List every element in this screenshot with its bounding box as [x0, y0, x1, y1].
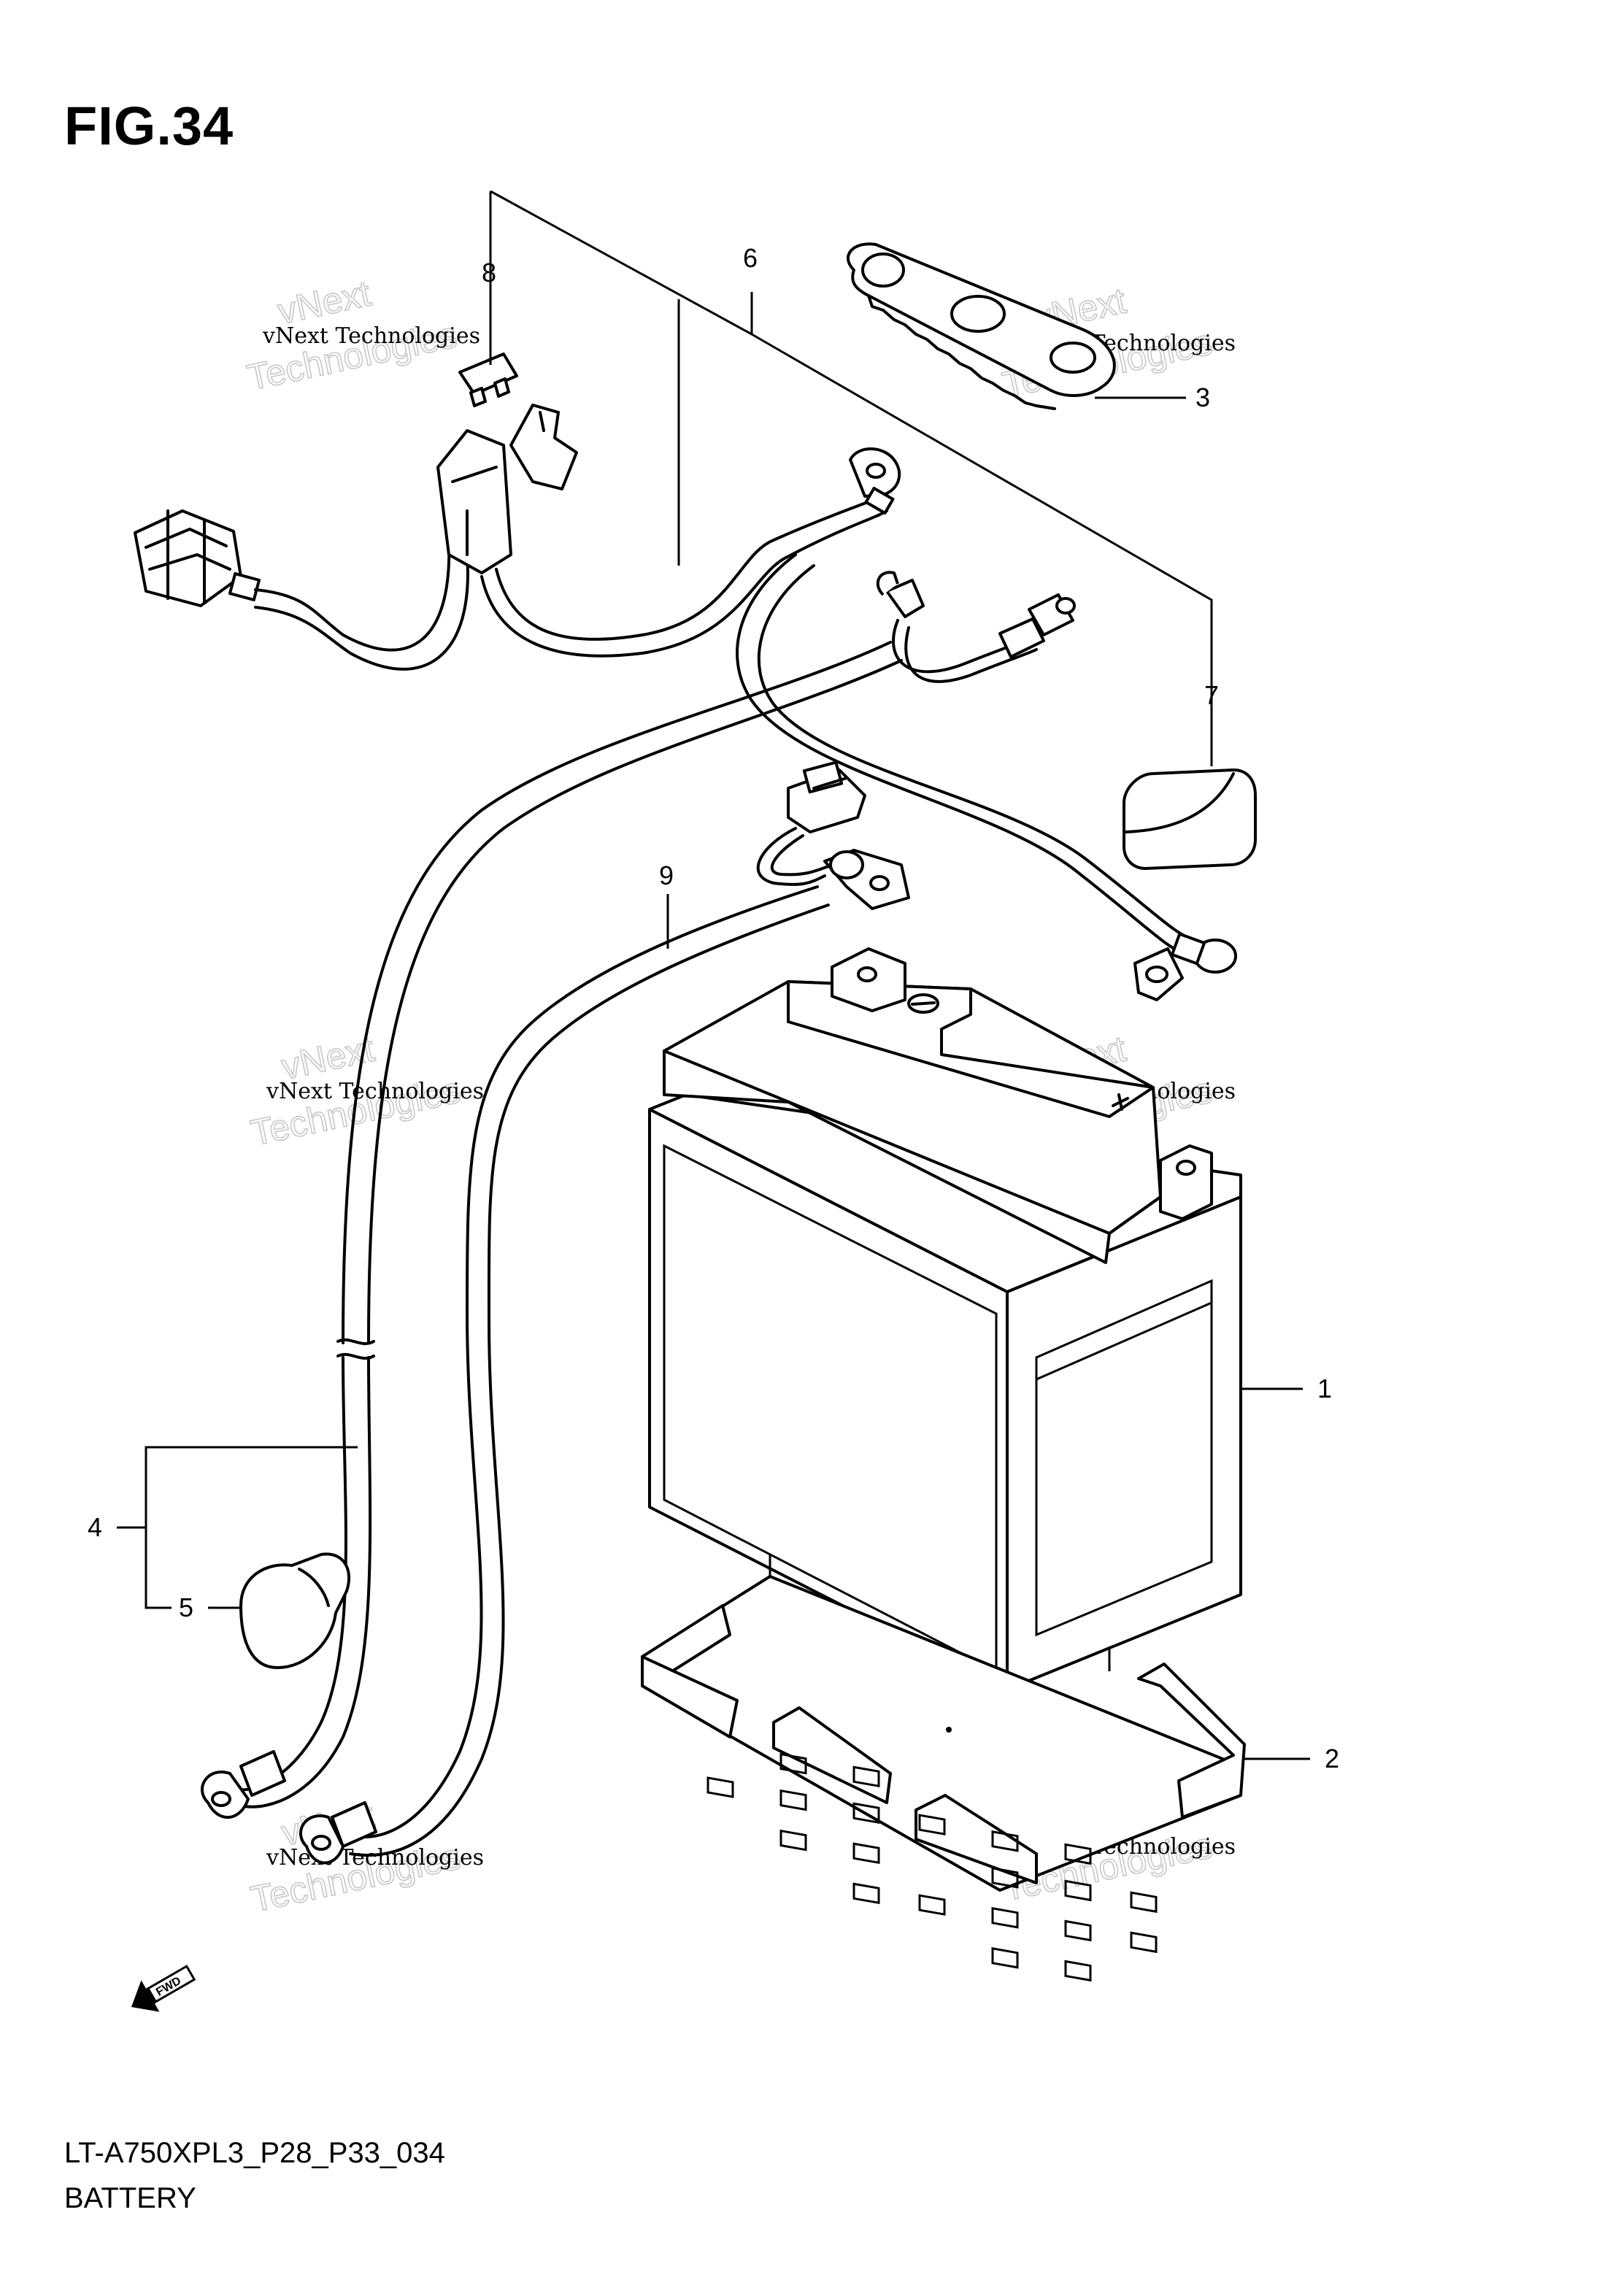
model-code: LT-A750XPL3_P28_P33_034 — [64, 2137, 445, 2169]
callout-8: 8 — [482, 258, 496, 288]
fuse — [458, 353, 518, 407]
watermark-1: vNext Technologies vNext Technologies — [243, 272, 480, 399]
relay-ring-terminal — [1133, 932, 1237, 1001]
watermark-small: vNext Technologies — [262, 323, 480, 349]
fwd-arrow-icon: FWD — [131, 1965, 196, 2012]
bullet-connector — [998, 593, 1076, 658]
figure-title: FIG.34 — [64, 96, 234, 156]
leader-lines — [117, 292, 1310, 1760]
harness-group-bracket — [489, 190, 1213, 766]
positive-cable — [299, 760, 910, 1865]
callout-7: 7 — [1204, 680, 1219, 710]
harness-clamp — [876, 571, 925, 618]
callout-6: 6 — [743, 243, 758, 273]
callout-1: 1 — [1317, 1374, 1332, 1403]
callout-4: 4 — [88, 1512, 102, 1542]
battery-tray — [641, 1555, 1246, 1982]
fuse-holder — [436, 404, 578, 574]
watermark-small: vNext Technologies — [266, 1845, 484, 1871]
starter-relay-cap — [1123, 768, 1257, 870]
main-harness — [134, 404, 1237, 1344]
harness-ring-terminal — [849, 447, 901, 515]
tray-slots — [706, 1752, 1158, 1982]
callout-3: 3 — [1195, 382, 1210, 412]
callout-5: 5 — [179, 1592, 193, 1622]
battery-cover-band — [847, 242, 1116, 410]
negative-cable — [200, 1338, 375, 1819]
harness-coupler — [134, 509, 261, 607]
terminal-cap — [239, 1552, 351, 1669]
section-name: BATTERY — [64, 2182, 196, 2214]
callout-2: 2 — [1325, 1744, 1339, 1773]
watermark-3: vNext Technologies vNext Technologies — [247, 1028, 484, 1155]
battery — [648, 947, 1242, 1691]
watermark-small: vNext Technologies — [266, 1079, 484, 1104]
callout-9: 9 — [659, 860, 674, 890]
